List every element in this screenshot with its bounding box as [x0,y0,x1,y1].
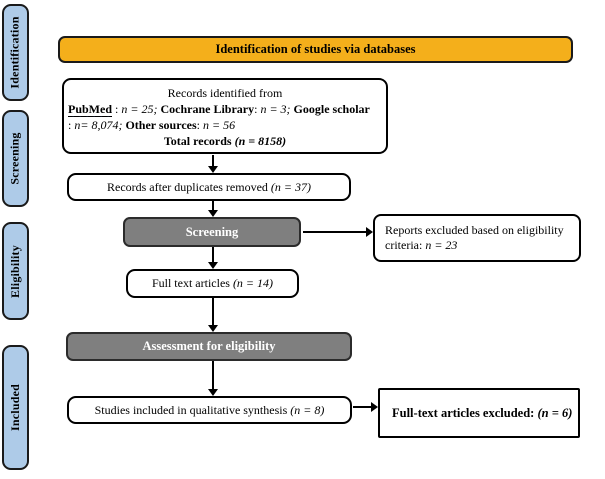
arrow-right-head [371,402,378,412]
records-title: Records identified from [167,86,283,100]
screening-stage-label: Screening [185,224,239,239]
arrow-assessment-to-qualitative [208,361,218,396]
qualitative-synthesis-count: (n = 8) [290,402,325,417]
qualitative-synthesis-box: Studies included in qualitative synthesi… [67,396,352,424]
reports-excluded-line-1: Reports excluded based on eligibility [385,223,564,237]
arrow-down-head [208,210,218,217]
full-text-excluded-text: Full-text articles excluded: (n = 6) [392,406,572,421]
sidebar-stage-label: Eligibility [8,244,23,298]
arrow-shaft [212,361,214,389]
duplicates-removed-label: Records after duplicates removed [106,179,271,194]
sidebar-stage-label: Screening [8,132,22,185]
google-scholar-count: n= 8,074; [74,118,123,132]
full-text-excluded-label: Full-text articles excluded: [392,405,538,420]
duplicates-removed-count: (n = 37) [270,179,312,194]
arrow-down-head [208,325,218,332]
separator: : [68,118,75,132]
arrow-shaft [303,231,366,233]
records-sources-line-2: : n= 8,074; Other sources: n = 56 [68,117,386,133]
total-records-count: (n = 8158) [234,134,287,148]
screening-stage-box: Screening [123,217,301,247]
banner-label: Identification of studies via databases [215,42,416,56]
arrow-right-head [366,227,373,237]
pubmed-label: PubMed [68,102,113,117]
total-records-label: Total records [163,134,235,148]
banner-identification-via-databases: Identification of studies via databases [58,36,573,63]
arrow-shaft [212,298,214,325]
full-text-articles-count: (n = 14) [232,276,274,290]
other-sources-label: Other sources [122,118,197,132]
arrow-duplicates-to-screening [208,201,218,217]
sidebar-stage-eligibility: Eligibility [2,222,29,320]
records-identified-box: Records identified from PubMed : n = 25;… [62,78,388,154]
duplicates-removed-box: Records after duplicates removed (n = 37… [67,173,351,201]
arrow-screening-to-fulltext [208,247,218,269]
sidebar-stage-label: Included [8,384,23,431]
arrow-shaft [353,406,371,408]
pubmed-count: n = 25; [121,102,158,116]
full-text-excluded-box: Full-text articles excluded: (n = 6) [378,388,580,438]
sidebar-stage-identification: Identification [2,4,29,101]
qualitative-synthesis-label: Studies included in qualitative synthesi… [94,402,291,417]
reports-excluded-count: n = 23 [425,238,458,252]
full-text-excluded-count: (n = 6) [537,405,573,420]
reports-excluded-box: Reports excluded based on eligibility cr… [373,214,581,262]
google-scholar-label: Google scholar [290,102,370,116]
full-text-articles-box: Full text articles (n = 14) [126,269,299,298]
arrow-shaft [212,201,214,210]
duplicates-removed-text: Records after duplicates removed (n = 37… [107,180,311,195]
cochrane-label: Cochrane Library [157,102,255,116]
assessment-eligibility-label: Assessment for eligibility [142,339,276,353]
reports-excluded-criteria-label: criteria: [385,238,426,252]
arrow-shaft [212,155,214,166]
other-sources-count: n = 56 [203,118,236,132]
sidebar-stage-screening: Screening [2,110,29,207]
sidebar-stage-label: Identification [8,16,23,89]
qualitative-synthesis-text: Studies included in qualitative synthesi… [95,403,325,418]
sidebar-stage-included: Included [2,345,29,470]
separator: : [112,102,122,116]
full-text-articles-text: Full text articles (n = 14) [152,276,273,291]
records-total-line: Total records (n = 8158) [68,133,386,149]
cochrane-count: n = 3; [260,102,291,116]
arrow-down-head [208,262,218,269]
reports-excluded-line-2: criteria: n = 23 [385,238,571,253]
arrow-qualitative-to-excluded [353,402,378,412]
assessment-eligibility-stage-box: Assessment for eligibility [66,332,352,361]
arrow-shaft [212,247,214,262]
arrow-down-head [208,389,218,396]
full-text-articles-label: Full text articles [151,276,233,290]
records-sources-line-1: PubMed : n = 25; Cochrane Library: n = 3… [68,101,386,117]
separator: : [254,102,261,116]
arrow-down-head [208,166,218,173]
arrow-screening-to-reports-excluded [303,227,373,237]
arrow-records-to-duplicates [208,155,218,173]
separator: : [196,118,203,132]
arrow-fulltext-to-assessment [208,298,218,332]
